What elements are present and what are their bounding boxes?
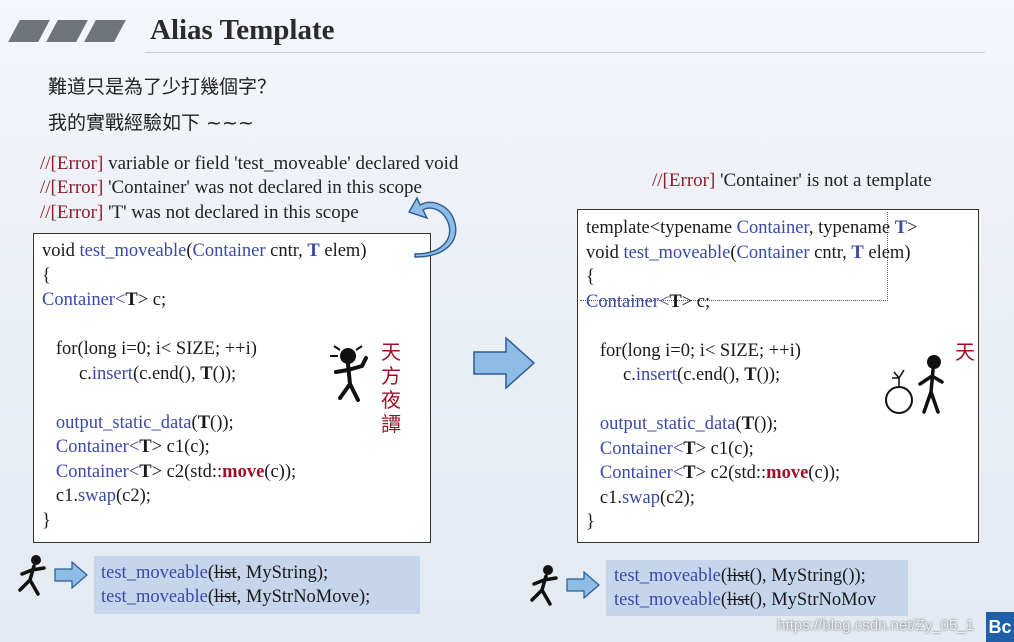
right-code: template<typename Container, typename T>… [586, 218, 918, 532]
small-arrow-icon-right [566, 571, 600, 599]
left-call-box [94, 556, 420, 614]
left-calls: test_moveable(list, MyString); test_move… [101, 563, 371, 607]
running-person-icon-right [530, 565, 558, 606]
small-arrow-icon [54, 561, 88, 589]
left-error-2: //[Error] 'Container' was not declared i… [40, 177, 422, 198]
right-calls: test_moveable(list(), MyString()); test_… [614, 566, 877, 610]
curved-return-arrow-icon [407, 196, 457, 258]
subtitle-line-1: 難道只是為了少打幾個字？ [48, 76, 277, 98]
left-error-3: //[Error] 'T' was not declared in this s… [40, 202, 359, 223]
right-code-box [577, 209, 979, 543]
right-arrow-icon [473, 336, 536, 390]
highlight-dotted-frame [580, 212, 888, 301]
right-call-box [606, 560, 908, 616]
left-code-box [33, 233, 431, 543]
bomb-icon [885, 369, 913, 414]
watermark-url: https://blog.csdn.net/Zy_05_1 [777, 617, 974, 634]
left-error-1: //[Error] variable or field 'test_moveab… [40, 153, 459, 174]
header-bars-decoration [8, 20, 126, 44]
left-vertical-caption: 天方夜譚 [381, 340, 401, 436]
left-code: void test_moveable(Container cntr, T ele… [42, 241, 367, 531]
thinking-person-icon [330, 345, 368, 402]
running-person-icon [18, 555, 46, 596]
right-vertical-caption: 天 [955, 340, 975, 364]
standing-person-icon [918, 355, 944, 414]
corner-logo: Bc [986, 612, 1014, 642]
subtitle-line-2: 我的實戰經驗如下 ~~~ [48, 112, 254, 134]
slide-title: Alias Template [150, 14, 335, 46]
right-error: //[Error] 'Container' is not a template [652, 170, 932, 191]
header-divider [145, 52, 985, 53]
